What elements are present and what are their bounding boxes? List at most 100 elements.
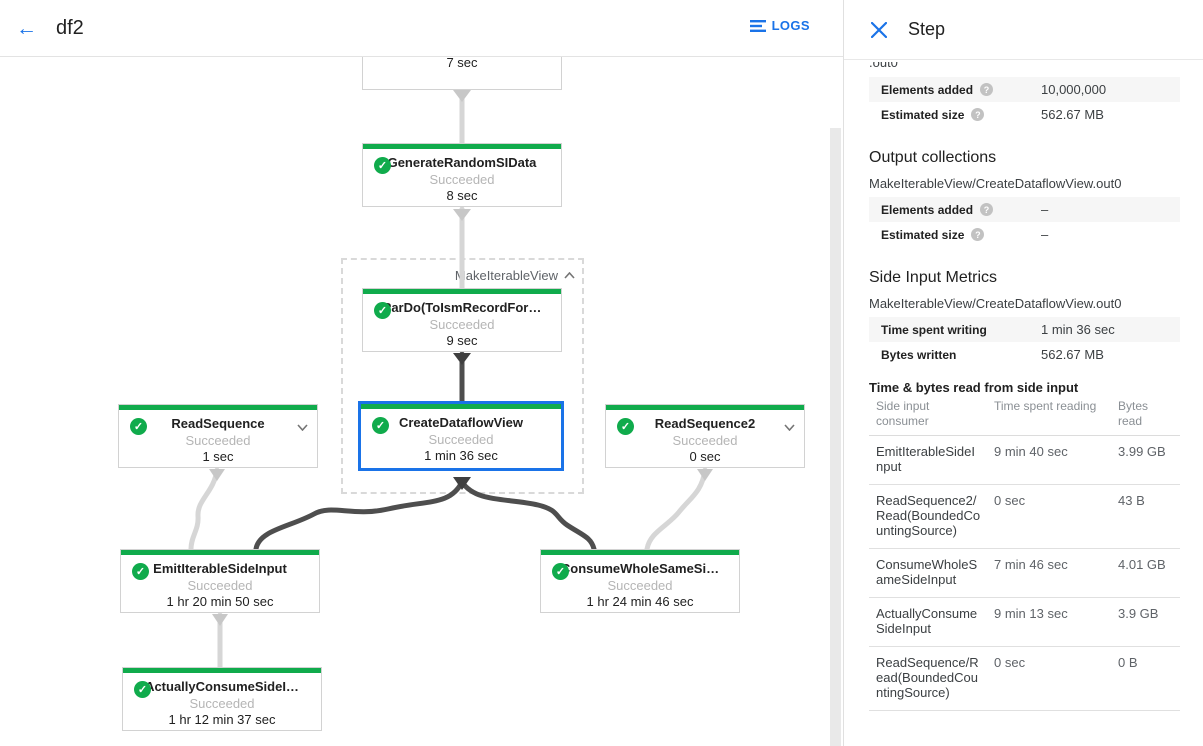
node-status-bar bbox=[363, 144, 561, 149]
table-row: ReadSequence2/Read(BoundedCountingSource… bbox=[869, 485, 1180, 549]
metric-value: 562.67 MB bbox=[1041, 107, 1104, 122]
help-icon[interactable]: ? bbox=[971, 108, 985, 121]
graph-node-createdataflowview-selected[interactable]: ✓ CreateDataflowView Succeeded 1 min 36 … bbox=[358, 401, 564, 471]
graph-node-readsequence2[interactable]: ✓ ReadSequence2 Succeeded 0 sec bbox=[605, 404, 805, 468]
help-icon[interactable]: ? bbox=[971, 228, 985, 241]
metric-value: – bbox=[1041, 227, 1049, 242]
table-row: EmitIterableSideInput 9 min 40 sec 3.99 … bbox=[869, 436, 1180, 485]
read-table-heading: Time & bytes read from side input bbox=[869, 380, 1079, 395]
chevron-down-icon bbox=[784, 424, 795, 432]
node-status: Succeeded bbox=[429, 317, 495, 332]
node-title: ActuallyConsumeSideI… bbox=[145, 679, 299, 694]
logs-button-label: LOGS bbox=[771, 18, 810, 33]
bytes-cell: 3.99 GB bbox=[1118, 444, 1166, 459]
node-status: Succeeded bbox=[672, 433, 738, 448]
node-status: Succeeded bbox=[187, 578, 253, 593]
panel-title: Step bbox=[908, 19, 946, 39]
job-graph-canvas[interactable]: MakeIterableView Succeeded bbox=[0, 0, 843, 746]
logs-button[interactable]: LOGS bbox=[749, 18, 810, 33]
metric-value: 1 min 36 sec bbox=[1041, 322, 1115, 337]
node-status: Succeeded bbox=[607, 578, 673, 593]
job-header-bar: ← df2 LOGS bbox=[0, 0, 843, 57]
metric-row: Elements added ? 10,000,000 bbox=[869, 77, 1180, 102]
table-row: ActuallyConsumeSideInput 9 min 13 sec 3.… bbox=[869, 598, 1180, 647]
group-label-text: MakeIterableView bbox=[454, 268, 558, 283]
node-time: 0 sec bbox=[689, 449, 721, 464]
node-title: ParDo(ToIsmRecordFor… bbox=[382, 300, 542, 315]
node-time: 1 sec bbox=[202, 449, 234, 464]
node-title: ReadSequence bbox=[171, 416, 265, 431]
group-collapse-toggle[interactable]: MakeIterableView bbox=[455, 268, 575, 283]
consumer-cell: ReadSequence2/Read(BoundedCountingSource… bbox=[876, 493, 981, 538]
node-title: GenerateRandomSIData bbox=[387, 155, 537, 170]
side-input-metrics-rows: Time spent writing 1 min 36 sec Bytes wr… bbox=[869, 317, 1180, 367]
bytes-cell: 0 B bbox=[1118, 655, 1138, 670]
metric-label: Estimated size bbox=[881, 227, 965, 242]
node-time: 1 hr 20 min 50 sec bbox=[166, 594, 274, 609]
chevron-up-icon bbox=[564, 272, 575, 279]
node-title: EmitIterableSideInput bbox=[153, 561, 287, 576]
node-time: 8 sec bbox=[446, 188, 478, 203]
time-cell: 9 min 40 sec bbox=[994, 444, 1068, 459]
success-check-icon: ✓ bbox=[130, 418, 147, 435]
consumer-cell: ConsumeWholeSameSideInput bbox=[876, 557, 978, 587]
metric-label: Elements added bbox=[881, 202, 974, 217]
step-details-panel: Step .out0 Elements added ? 10,000,000 E… bbox=[843, 0, 1203, 746]
metric-row: Estimated size ? 562.67 MB bbox=[869, 102, 1180, 127]
node-title: ConsumeWholeSameSi… bbox=[560, 561, 720, 576]
node-title: ReadSequence2 bbox=[654, 416, 756, 431]
side-input-collection-name: MakeIterableView/CreateDataflowView.out0 bbox=[869, 296, 1122, 311]
graph-node-generaterandomsidata[interactable]: ✓ GenerateRandomSIData Succeeded 8 sec bbox=[362, 143, 562, 207]
node-status-bar bbox=[363, 289, 561, 294]
column-header: Side input consumer bbox=[876, 399, 930, 428]
metric-label: Time spent writing bbox=[881, 322, 987, 337]
column-header: Bytes read bbox=[1118, 399, 1149, 428]
back-arrow-icon[interactable]: ← bbox=[16, 16, 37, 40]
help-icon[interactable]: ? bbox=[980, 203, 994, 216]
success-check-icon: ✓ bbox=[374, 157, 391, 174]
chevron-down-icon bbox=[297, 424, 308, 432]
consumer-cell: ActuallyConsumeSideInput bbox=[876, 606, 978, 636]
help-icon[interactable]: ? bbox=[980, 83, 994, 96]
consumer-cell: ReadSequence/Read(BoundedCountingSource) bbox=[876, 655, 979, 700]
output-collection-name: MakeIterableView/CreateDataflowView.out0 bbox=[869, 176, 1122, 191]
graph-vertical-scrollbar[interactable] bbox=[830, 128, 841, 746]
time-cell: 0 sec bbox=[994, 493, 1026, 508]
clipped-collection-text: .out0 bbox=[869, 62, 898, 70]
consumer-cell: EmitIterableSideInput bbox=[876, 444, 975, 474]
node-expand-chevron[interactable] bbox=[784, 418, 795, 436]
metric-label: Bytes written bbox=[881, 347, 957, 362]
graph-node-actuallyconsumesideinput[interactable]: ✓ ActuallyConsumeSideI… Succeeded 1 hr 1… bbox=[122, 667, 322, 731]
node-title: CreateDataflowView bbox=[398, 415, 524, 430]
graph-node-readsequence[interactable]: ✓ ReadSequence Succeeded 1 sec bbox=[118, 404, 318, 468]
node-status-bar bbox=[119, 405, 317, 410]
metric-value: 10,000,000 bbox=[1041, 82, 1107, 97]
node-expand-chevron[interactable] bbox=[297, 418, 308, 436]
graph-node-pardo-toismrecord[interactable]: ✓ ParDo(ToIsmRecordFor… Succeeded 9 sec bbox=[362, 288, 562, 352]
time-cell: 9 min 13 sec bbox=[994, 606, 1068, 621]
metric-row: Bytes written 562.67 MB bbox=[869, 342, 1180, 367]
close-icon[interactable] bbox=[871, 21, 887, 38]
side-input-metrics-heading: Side Input Metrics bbox=[869, 269, 998, 286]
node-status-bar bbox=[606, 405, 804, 410]
output-metrics-rows: Elements added ? – Estimated size ? – bbox=[869, 197, 1180, 247]
bytes-cell: 3.9 GB bbox=[1118, 606, 1159, 621]
node-status: Succeeded bbox=[189, 696, 255, 711]
success-check-icon: ✓ bbox=[372, 417, 389, 434]
node-time: 7 sec bbox=[446, 55, 478, 70]
success-check-icon: ✓ bbox=[374, 302, 391, 319]
graph-edges bbox=[188, 89, 713, 670]
bytes-cell: 4.01 GB bbox=[1118, 557, 1166, 572]
time-cell: 0 sec bbox=[994, 655, 1026, 670]
graph-node-emititerablesideinput[interactable]: ✓ EmitIterableSideInput Succeeded 1 hr 2… bbox=[120, 549, 320, 613]
success-check-icon: ✓ bbox=[132, 563, 149, 580]
node-status-bar bbox=[121, 550, 319, 555]
metric-label: Estimated size bbox=[881, 107, 965, 122]
graph-node-consumewholesamesideinput[interactable]: ✓ ConsumeWholeSameSi… Succeeded 1 hr 24 … bbox=[540, 549, 740, 613]
job-title: df2 bbox=[56, 16, 84, 39]
metric-value: – bbox=[1041, 202, 1049, 217]
metric-row: Estimated size ? – bbox=[869, 222, 1180, 247]
input-metrics-rows: Elements added ? 10,000,000 Estimated si… bbox=[869, 77, 1180, 127]
node-status: Succeeded bbox=[185, 433, 251, 448]
